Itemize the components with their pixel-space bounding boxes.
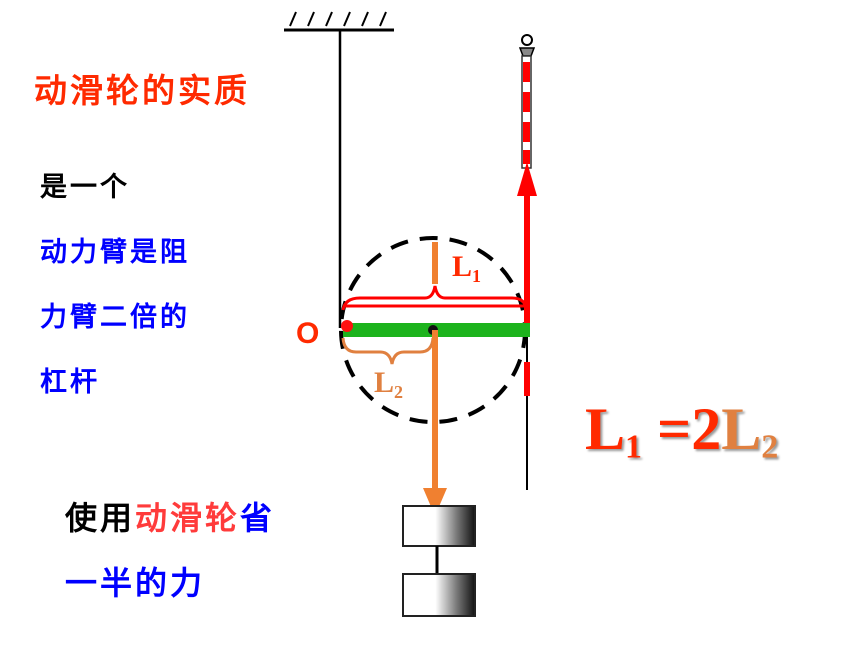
l2-brace <box>341 337 435 365</box>
equation: L1 =2L2 <box>585 395 778 467</box>
description-line-3: 力臂二倍的 <box>40 302 190 333</box>
equation-right: L2 <box>721 396 778 466</box>
conclusion-prefix: 使用 <box>65 499 136 537</box>
conclusion-line-2: 一半的力 <box>65 564 206 602</box>
weights <box>402 505 476 617</box>
spring-scale <box>518 34 536 169</box>
description-line-4: 杠杆 <box>40 367 100 398</box>
l2-label: L2 <box>374 366 403 402</box>
l1-arm <box>341 285 529 311</box>
equation-equals: = <box>657 396 692 462</box>
conclusion-highlight: 动滑轮 <box>135 499 241 537</box>
l2-label-sub: 2 <box>394 382 403 402</box>
equation-right-letter: L <box>721 396 762 462</box>
conclusion-line-1: 使用动滑轮省 <box>65 493 275 539</box>
fulcrum-label: O <box>296 317 319 350</box>
load-force-arrow <box>423 242 447 516</box>
equation-left: L1 <box>585 396 642 466</box>
fulcrum-point <box>341 320 353 332</box>
l2-label-letter: L <box>374 366 394 399</box>
l1-label-letter: L <box>452 250 472 283</box>
equation-left-sub: 1 <box>625 428 643 466</box>
l1-label: L1 <box>452 250 481 286</box>
l1-label-sub: 1 <box>472 266 481 286</box>
equation-right-sub: 2 <box>761 428 779 466</box>
equation-left-letter: L <box>585 396 626 462</box>
ceiling-support <box>284 11 394 32</box>
description-line-1: 是一个 <box>40 172 130 203</box>
conclusion-suffix: 省 <box>240 499 276 537</box>
equation-coefficient: 2 <box>691 396 722 462</box>
description-line-2: 动力臂是阻 <box>40 237 190 268</box>
title: 动滑轮的实质 <box>34 71 250 110</box>
